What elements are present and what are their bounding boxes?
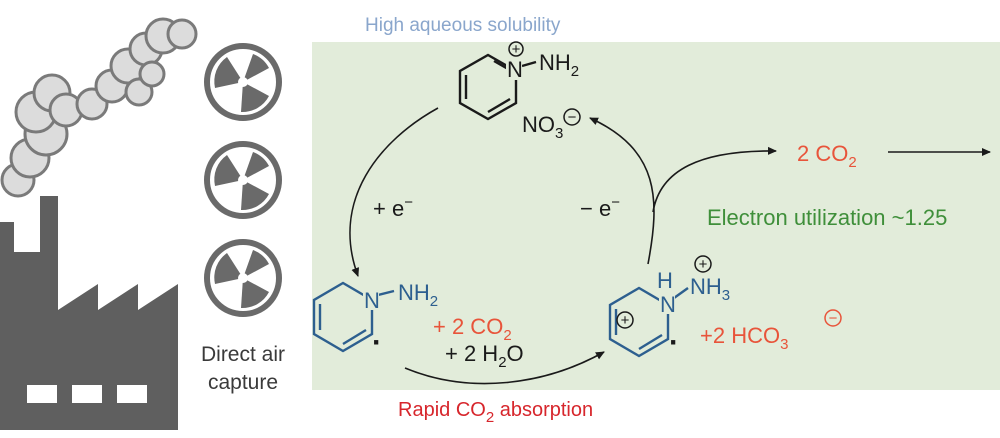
- svg-text:+: +: [699, 256, 708, 273]
- top-molecule: N + NH2 NO3 −: [458, 41, 581, 142]
- top-n-atom: N: [507, 57, 523, 82]
- dac-label-line2: capture: [208, 371, 278, 394]
- minus-charge-icon: [563, 108, 581, 126]
- right-h-atom: H: [657, 268, 673, 293]
- top-nh2: NH2: [539, 50, 579, 80]
- fan-icon: [207, 46, 279, 118]
- reduction-label: + e−: [373, 194, 413, 221]
- svg-text:+: +: [512, 41, 521, 58]
- bicarbonate-product: +2 HCO3: [700, 323, 788, 353]
- right-radical-dot: ·: [669, 326, 679, 359]
- nitrate-counterion: NO3: [522, 112, 563, 142]
- factory-window: [72, 385, 102, 403]
- svg-text:−: −: [568, 109, 577, 126]
- factory-icon: [0, 17, 198, 430]
- svg-text:−: −: [829, 310, 838, 327]
- absorption-caption: Rapid CO2 absorption: [398, 399, 593, 426]
- plus-charge-icon: [694, 255, 712, 273]
- svg-text:+: +: [621, 312, 630, 329]
- released-co2: 2 CO2: [797, 141, 857, 171]
- absorption-arrow: [404, 351, 605, 385]
- reagent-h2o: + 2 H2O: [445, 341, 524, 371]
- factory-body: [0, 196, 178, 430]
- plus-charge-icon: [616, 311, 634, 329]
- reaction-panel: [312, 42, 1000, 390]
- plus-charge-icon: [508, 41, 524, 57]
- right-n-atom: N: [660, 292, 676, 317]
- electron-utilization: Electron utilization ~1.25: [707, 205, 947, 230]
- left-nh2: NH2: [398, 280, 438, 310]
- minus-charge-icon: [824, 309, 842, 327]
- factory-window: [117, 385, 147, 403]
- reduction-arrow: [349, 107, 439, 277]
- left-n-atom: N: [364, 288, 380, 313]
- fan-icon: [207, 144, 279, 216]
- solubility-label: High aqueous solubility: [365, 15, 561, 36]
- factory-window: [27, 385, 57, 403]
- oxidation-arrow: [589, 117, 655, 265]
- reagent-co2: + 2 CO2: [433, 314, 512, 344]
- left-molecule: N NH2 ·: [312, 280, 438, 359]
- release-branch-arrow: [652, 146, 777, 213]
- oxidation-label: − e−: [580, 194, 620, 221]
- right-nh3: NH3: [690, 274, 730, 304]
- fan-icon: [207, 242, 279, 314]
- left-radical-dot: ·: [372, 326, 382, 359]
- right-molecule: N H NH3 + + ·: [608, 255, 730, 359]
- smoke-cloud: [0, 17, 198, 198]
- dac-label-line1: Direct air: [201, 343, 285, 366]
